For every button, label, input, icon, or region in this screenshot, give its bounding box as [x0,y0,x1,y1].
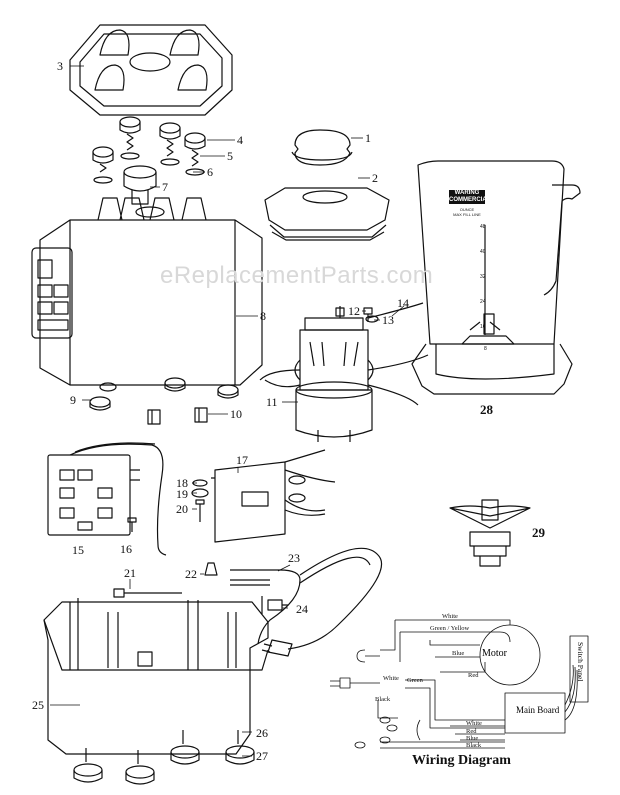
wiring-diagram-title: Wiring Diagram [412,753,511,768]
callout-23: 23 [288,551,300,565]
wiring-diagram [330,619,589,749]
callout-13: 13 [382,313,394,327]
callout-14: 14 [397,296,409,310]
callout-29: 29 [532,525,545,540]
jar-tick-48: 48 [480,224,486,230]
wire-nut-part-22 [204,562,218,576]
base-housing-part-8 [31,197,263,386]
screw-parts-12-13 [363,307,379,323]
callout-3: 3 [57,59,63,73]
power-cord-part-23 [230,547,383,657]
main-board-label: Main Board [516,705,560,715]
blade-part-29 [449,499,531,567]
jar-tick-32: 32 [480,274,486,280]
feet-parts-9-10 [89,377,239,425]
callout-4: 4 [237,133,243,147]
jar-tick-16: 16 [480,324,486,330]
callout-5: 5 [227,149,233,163]
callout-16: 16 [120,542,132,556]
switch-part-24 [261,596,288,614]
bracket-part-17 [211,449,336,543]
lid-part-2 [264,187,390,241]
wire-label-black-left: Black [375,696,391,703]
switch-panel-label: Switch Panel [576,642,585,682]
screw-part-16 [127,469,140,532]
feet-parts-4-5-6 [92,116,206,184]
wire-label-red-top: Red [468,672,479,679]
leader-lines [50,65,405,757]
wire-label-white-bottom: White [466,720,482,727]
callout-12: 12 [348,304,360,318]
feet-parts-26-27 [73,730,255,785]
callout-27: 27 [256,749,268,763]
callout-20: 20 [176,502,188,516]
jar-tick-24: 24 [480,299,486,305]
jar-brand: WARING [454,190,480,196]
jar-unit: OUNCE [459,207,475,212]
pcb-part-15 [47,442,167,556]
callout-25: 25 [32,698,44,712]
wire-label-black-bottom: Black [466,742,482,749]
watermark: eReplacementParts.com [160,262,434,289]
jar-tick-40: 40 [480,249,486,255]
wire-label-green-yellow: Green / Yellow [430,625,470,632]
callout-11: 11 [266,395,278,409]
callout-15: 15 [72,543,84,557]
callout-10: 10 [230,407,242,421]
wire-label-white-top: White [442,613,458,620]
wire-label-green: Green [407,677,423,684]
callout-19: 19 [176,487,188,501]
pad-part-3 [69,24,233,116]
callout-2: 2 [372,171,378,185]
cable-tie-part-21 [113,588,182,598]
callout-6: 6 [207,165,213,179]
callout-8: 8 [260,309,266,323]
callout-26: 26 [256,726,268,740]
callout-17: 17 [236,453,248,467]
jar-brand-sub: COMMERCIAL [449,197,491,203]
wire-label-white-left: White [383,675,399,682]
motor-label: Motor [482,648,507,659]
jar-fill-line: MAX FILL LINE [453,212,481,217]
lid-plug-part-1 [291,129,353,166]
callout-28: 28 [480,402,493,417]
callout-1: 1 [365,131,371,145]
motor-part-11 [259,302,429,442]
screws-parts-18-19-20 [191,479,209,522]
jar-part-28 [411,160,581,395]
wire-label-red-bottom: Red [466,728,477,735]
callout-18: 18 [176,476,188,490]
wire-label-blue-top: Blue [452,650,465,657]
lower-base-part-25 [43,598,269,755]
callout-22: 22 [185,567,197,581]
callout-7: 7 [162,180,168,194]
callout-21: 21 [124,566,136,580]
callout-9: 9 [70,393,76,407]
wire-label-blue-bottom: Blue [466,735,479,742]
callout-24: 24 [296,602,308,616]
jar-tick-8: 8 [484,346,487,352]
